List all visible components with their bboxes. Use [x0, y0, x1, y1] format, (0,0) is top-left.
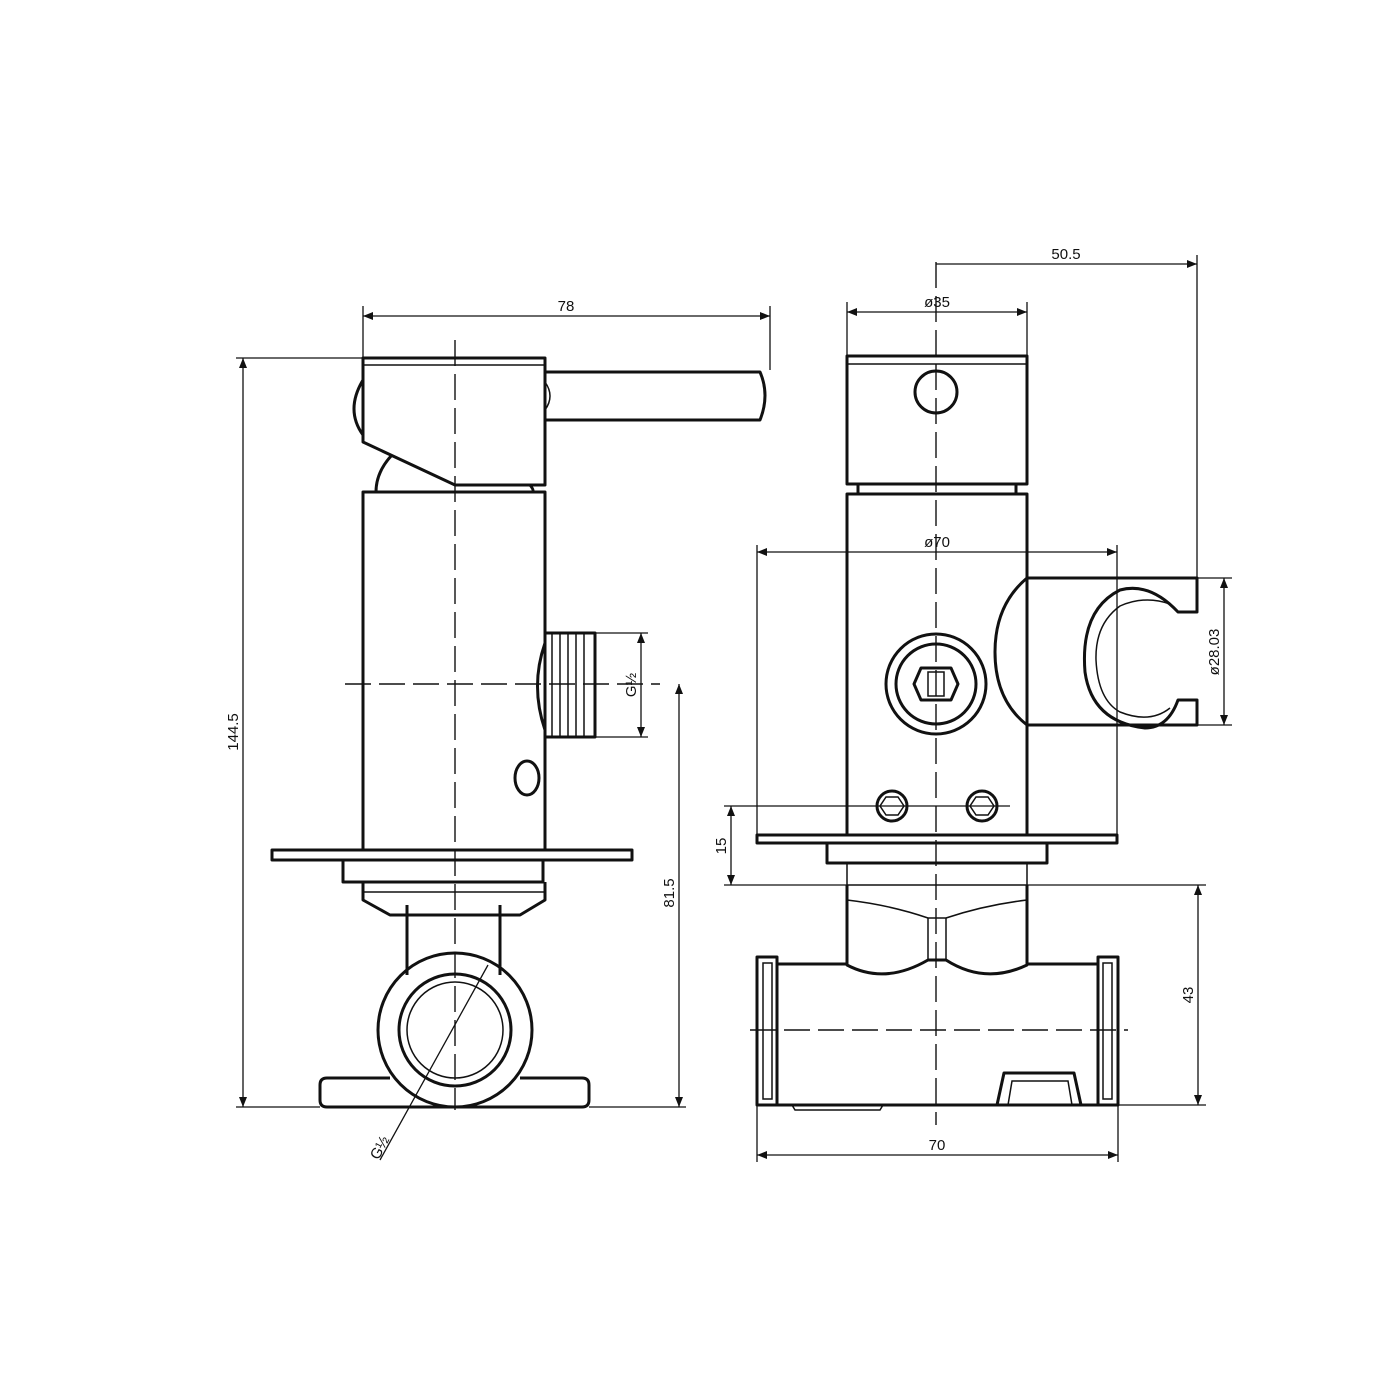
side-body: [361, 490, 547, 852]
front-hex-nut: [845, 885, 1029, 976]
dim-front-cap-diameter: ø35: [924, 294, 950, 311]
dim-body-height: 43: [1180, 987, 1197, 1004]
front-view: [750, 262, 1199, 1125]
dim-front-depth: 50.5: [1051, 246, 1080, 263]
dim-side-center-height: 81.5: [661, 878, 678, 907]
dim-bottom-thread: G½: [367, 1133, 394, 1163]
dim-plate-offset: 15: [713, 838, 730, 855]
handle: [352, 356, 767, 494]
dim-side-height: 144.5: [225, 713, 242, 751]
dim-body-width: 70: [929, 1137, 946, 1154]
side-screw-hole: [513, 759, 541, 797]
front-valve-body: [755, 955, 1120, 1111]
front-dimensions: 50.5 ø35 ø70 ø28.03 15 43 70: [713, 246, 1232, 1162]
dim-holder-diameter: ø28.03: [1206, 629, 1223, 676]
side-dimensions: 78 144.5 G½ 81.5 G½: [225, 298, 771, 1163]
front-cap: [845, 354, 1029, 486]
dim-side-width: 78: [558, 298, 575, 315]
dim-side-thread: G½: [623, 672, 640, 697]
side-view: [270, 340, 767, 1161]
outlet-thread: [536, 631, 597, 739]
shower-holder: [993, 576, 1199, 730]
dim-front-plate-diameter: ø70: [924, 534, 950, 551]
